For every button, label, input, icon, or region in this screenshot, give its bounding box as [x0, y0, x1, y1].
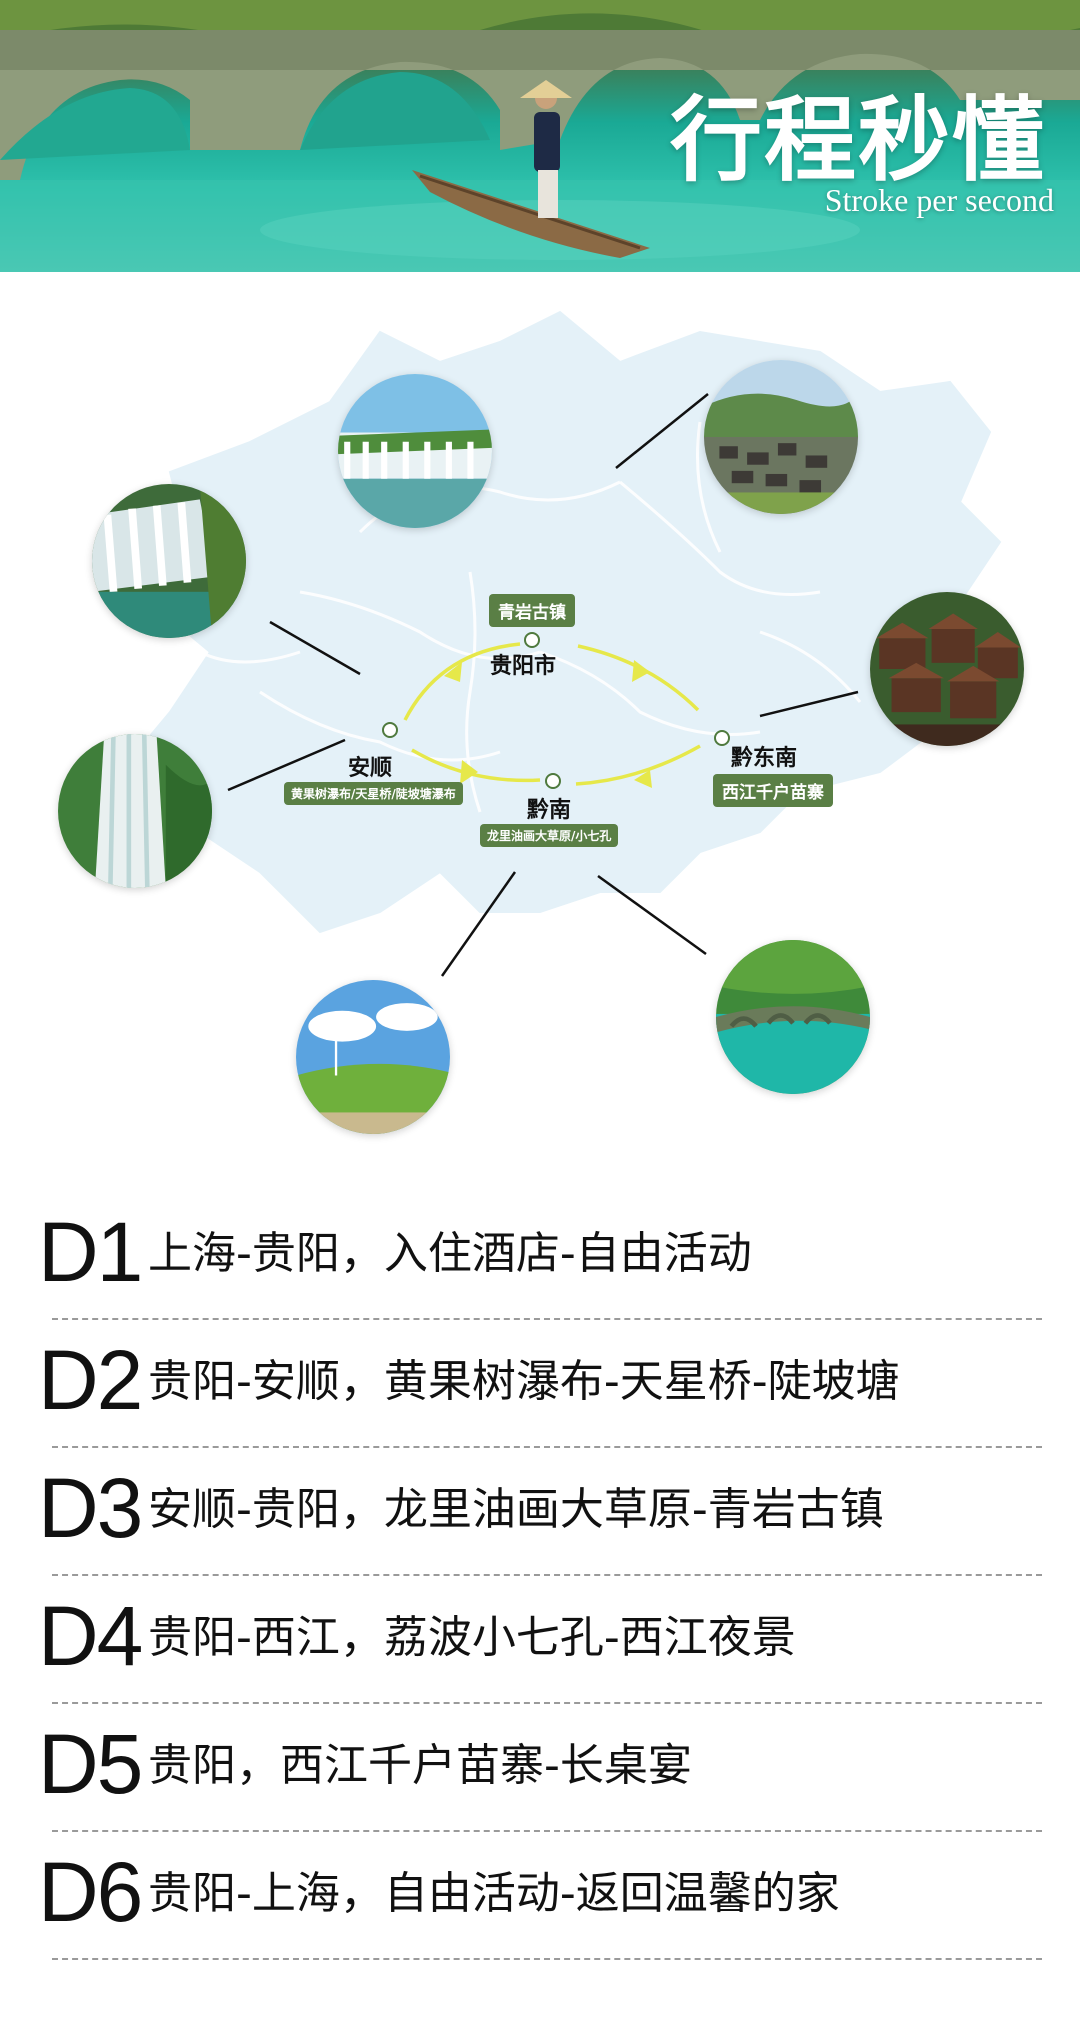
grassland-photo-bottom	[296, 980, 450, 1134]
day-code: D6	[38, 1845, 143, 1939]
qiannan-spots-chip: 龙里油画大草原/小七孔	[480, 824, 619, 847]
day-description: 贵阳-安顺，黄果树瀑布-天星桥-陡坡塘	[148, 1356, 900, 1407]
day-description: 贵阳-西江，荔波小七孔-西江夜景	[148, 1612, 796, 1663]
xiaoqikong-photo-bottom-right	[716, 940, 870, 1094]
itinerary-day: D4 贵阳-西江，荔波小七孔-西江夜景	[38, 1589, 1042, 1720]
day-description: 安顺-贵阳，龙里油画大草原-青岩古镇	[148, 1484, 884, 1535]
qiannan-label: 黔南	[527, 798, 572, 823]
day-description: 贵阳，西江千户苗寨-长桌宴	[148, 1740, 692, 1791]
waterfall-photo-left	[92, 484, 246, 638]
waterfall-photo-lower-left	[58, 734, 212, 888]
dashed-divider	[52, 1446, 1042, 1448]
itinerary-day: D6 贵阳-上海，自由活动-返回温馨的家	[38, 1845, 1042, 1976]
anshun-spots-chip: 黄果树瀑布/天星桥/陡坡塘瀑布	[284, 782, 463, 805]
itinerary-day: D3 安顺-贵阳，龙里油画大草原-青岩古镇	[38, 1461, 1042, 1592]
itinerary-day: D2 贵阳-安顺，黄果树瀑布-天星桥-陡坡塘	[38, 1333, 1042, 1464]
day-code: D3	[38, 1461, 143, 1555]
dashed-divider	[52, 1702, 1042, 1704]
dashed-divider	[52, 1318, 1042, 1320]
river-bridge-photo	[0, 0, 1080, 272]
qingyan-chip: 青岩古镇	[489, 594, 575, 627]
dashed-divider	[52, 1574, 1042, 1576]
miao-village-photo-right	[870, 592, 1024, 746]
itinerary-map: 青岩古镇 贵阳市 安顺 黄果树瀑布/天星桥/陡坡塘瀑布 黔南 龙里油画大草原/小…	[0, 272, 1080, 1172]
itinerary-day: D5 贵阳，西江千户苗寨-长桌宴	[38, 1717, 1042, 1848]
day-code: D1	[38, 1205, 143, 1299]
qiandongnan-spots-chip: 西江千户苗寨	[713, 774, 833, 807]
day-code: D2	[38, 1333, 143, 1427]
header-banner: 行程秒懂 Stroke per second	[0, 0, 1080, 272]
guiyang-label: 贵阳市	[490, 654, 557, 679]
qiandongnan-label: 黔东南	[731, 746, 798, 771]
dashed-divider	[52, 1958, 1042, 1960]
itinerary-day: D1 上海-贵阳，入住酒店-自由活动	[38, 1205, 1042, 1336]
day-description: 上海-贵阳，入住酒店-自由活动	[148, 1228, 752, 1279]
day-code: D5	[38, 1717, 143, 1811]
anshun-label: 安顺	[348, 756, 393, 781]
page-subtitle: Stroke per second	[824, 182, 1054, 218]
day-code: D4	[38, 1589, 143, 1683]
dashed-divider	[52, 1830, 1042, 1832]
page-title: 行程秒懂	[669, 86, 1046, 194]
village-photo-top-right	[704, 360, 858, 514]
waterfall-photo-top	[338, 374, 492, 528]
day-description: 贵阳-上海，自由活动-返回温馨的家	[148, 1868, 840, 1919]
